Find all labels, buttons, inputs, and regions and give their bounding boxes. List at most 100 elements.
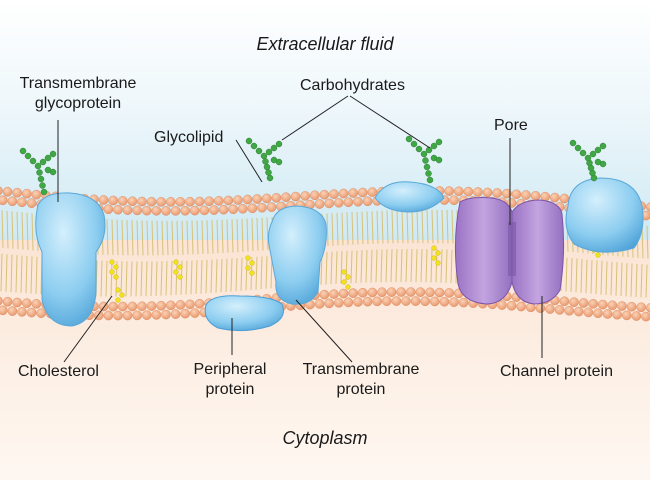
lipid-tail — [206, 260, 207, 294]
lipid-tail — [167, 221, 168, 255]
cholesterol-molecule — [342, 280, 347, 285]
phospholipid-head — [325, 199, 334, 208]
sugar-unit — [570, 140, 576, 146]
lipid-tail — [156, 261, 157, 296]
sugar-unit — [37, 170, 43, 176]
lipid-tail — [386, 249, 387, 282]
phospholipid-head — [200, 206, 209, 215]
phospholipid-head — [243, 195, 252, 204]
phospholipid-head — [190, 308, 199, 317]
lipid-tail — [227, 220, 228, 253]
label-line: protein — [296, 380, 426, 400]
phospholipid-head — [157, 197, 166, 206]
lipid-tail — [382, 211, 383, 244]
phospholipid-head — [157, 301, 166, 310]
phospholipid-head — [118, 302, 127, 311]
lipid-tail — [596, 260, 597, 294]
phospholipid-head — [406, 287, 415, 296]
lipid-tail — [347, 212, 348, 245]
phospholipid-head — [617, 301, 626, 310]
phospholipid-head — [142, 206, 151, 215]
phospholipid-head — [171, 310, 180, 319]
cholesterol-molecule — [436, 261, 441, 266]
lipid-tail — [141, 261, 142, 296]
lipid-tail — [412, 210, 413, 243]
phospholipid-head — [363, 297, 372, 306]
lipid-tail — [331, 252, 332, 284]
sugar-unit — [421, 151, 427, 157]
phospholipid-head — [27, 308, 36, 317]
phospholipid-head — [205, 197, 214, 206]
phospholipid-head — [176, 197, 185, 206]
lipid-tail — [257, 218, 258, 251]
lipid-tail — [377, 211, 378, 244]
cholesterol-molecule — [246, 256, 251, 261]
lipid-tail — [351, 251, 352, 284]
lipid-tail — [261, 256, 262, 289]
sugar-unit — [427, 177, 433, 183]
lipid-tail — [157, 221, 158, 256]
label-line: protein — [170, 380, 290, 400]
lipid-tail — [571, 258, 572, 292]
sugar-unit — [431, 143, 437, 149]
phospholipid-head — [560, 194, 569, 203]
transmembrane-glycoprotein-label: Transmembrane glycoprotein — [4, 74, 152, 114]
lipid-tail — [161, 261, 162, 295]
cholesterol-molecule — [114, 265, 119, 270]
sugar-unit — [600, 161, 606, 167]
cholesterol-molecule — [178, 265, 183, 270]
lipid-tail — [32, 213, 33, 250]
phospholipid-head — [13, 298, 22, 307]
phospholipid-head — [579, 298, 588, 307]
phospholipid-head — [257, 203, 266, 212]
phospholipid-head — [368, 288, 377, 297]
phospholipid-head — [17, 307, 26, 316]
phospholipid-head — [310, 191, 319, 200]
sugar-unit — [271, 145, 277, 151]
sugar-unit — [436, 139, 442, 145]
cholesterol-molecule — [246, 266, 251, 271]
lipid-tail — [226, 259, 227, 292]
phospholipid-head — [329, 189, 338, 198]
sugar-unit — [35, 163, 41, 169]
phospholipid-head — [320, 190, 329, 199]
phospholipid-head — [368, 187, 377, 196]
lipid-tail — [401, 249, 402, 282]
lipid-tail — [372, 211, 373, 244]
pore-label: Pore — [494, 116, 528, 136]
lipid-tail — [242, 219, 243, 252]
lipid-tail — [1, 254, 2, 292]
lipid-tail — [232, 219, 233, 252]
lipid-tail — [417, 210, 418, 243]
lipid-tail — [626, 263, 627, 296]
cholesterol-molecule — [346, 285, 351, 290]
lipid-tail — [241, 258, 242, 291]
lipid-tail — [22, 212, 23, 249]
lipid-tail — [352, 212, 353, 245]
lipid-tail — [356, 250, 357, 283]
lipid-tail — [122, 220, 123, 255]
lipid-tail — [142, 221, 143, 256]
lipid-tail — [616, 262, 617, 295]
lipid-tail — [591, 260, 592, 294]
phospholipid-head — [166, 301, 175, 310]
cholesterol-molecule — [342, 270, 347, 275]
phospholipid-head — [493, 188, 502, 197]
phospholipid-head — [133, 206, 142, 215]
lipid-tail — [162, 221, 163, 255]
phospholipid-head — [445, 186, 454, 195]
lipid-tail — [387, 211, 388, 244]
lipid-tail — [326, 252, 327, 284]
lipid-tail — [176, 261, 177, 295]
phospholipid-head — [128, 302, 137, 311]
phospholipid-head — [291, 192, 300, 201]
lipid-tail — [411, 249, 412, 282]
phospholipid-head — [517, 302, 526, 311]
phospholipid-head — [622, 311, 631, 320]
carbohydrate-chain-right — [570, 140, 606, 181]
lipid-tail — [252, 218, 253, 251]
phospholipid-head — [325, 299, 334, 308]
lipid-tail — [17, 212, 18, 249]
phospholipid-head — [142, 311, 151, 320]
phospholipid-head — [507, 301, 516, 310]
